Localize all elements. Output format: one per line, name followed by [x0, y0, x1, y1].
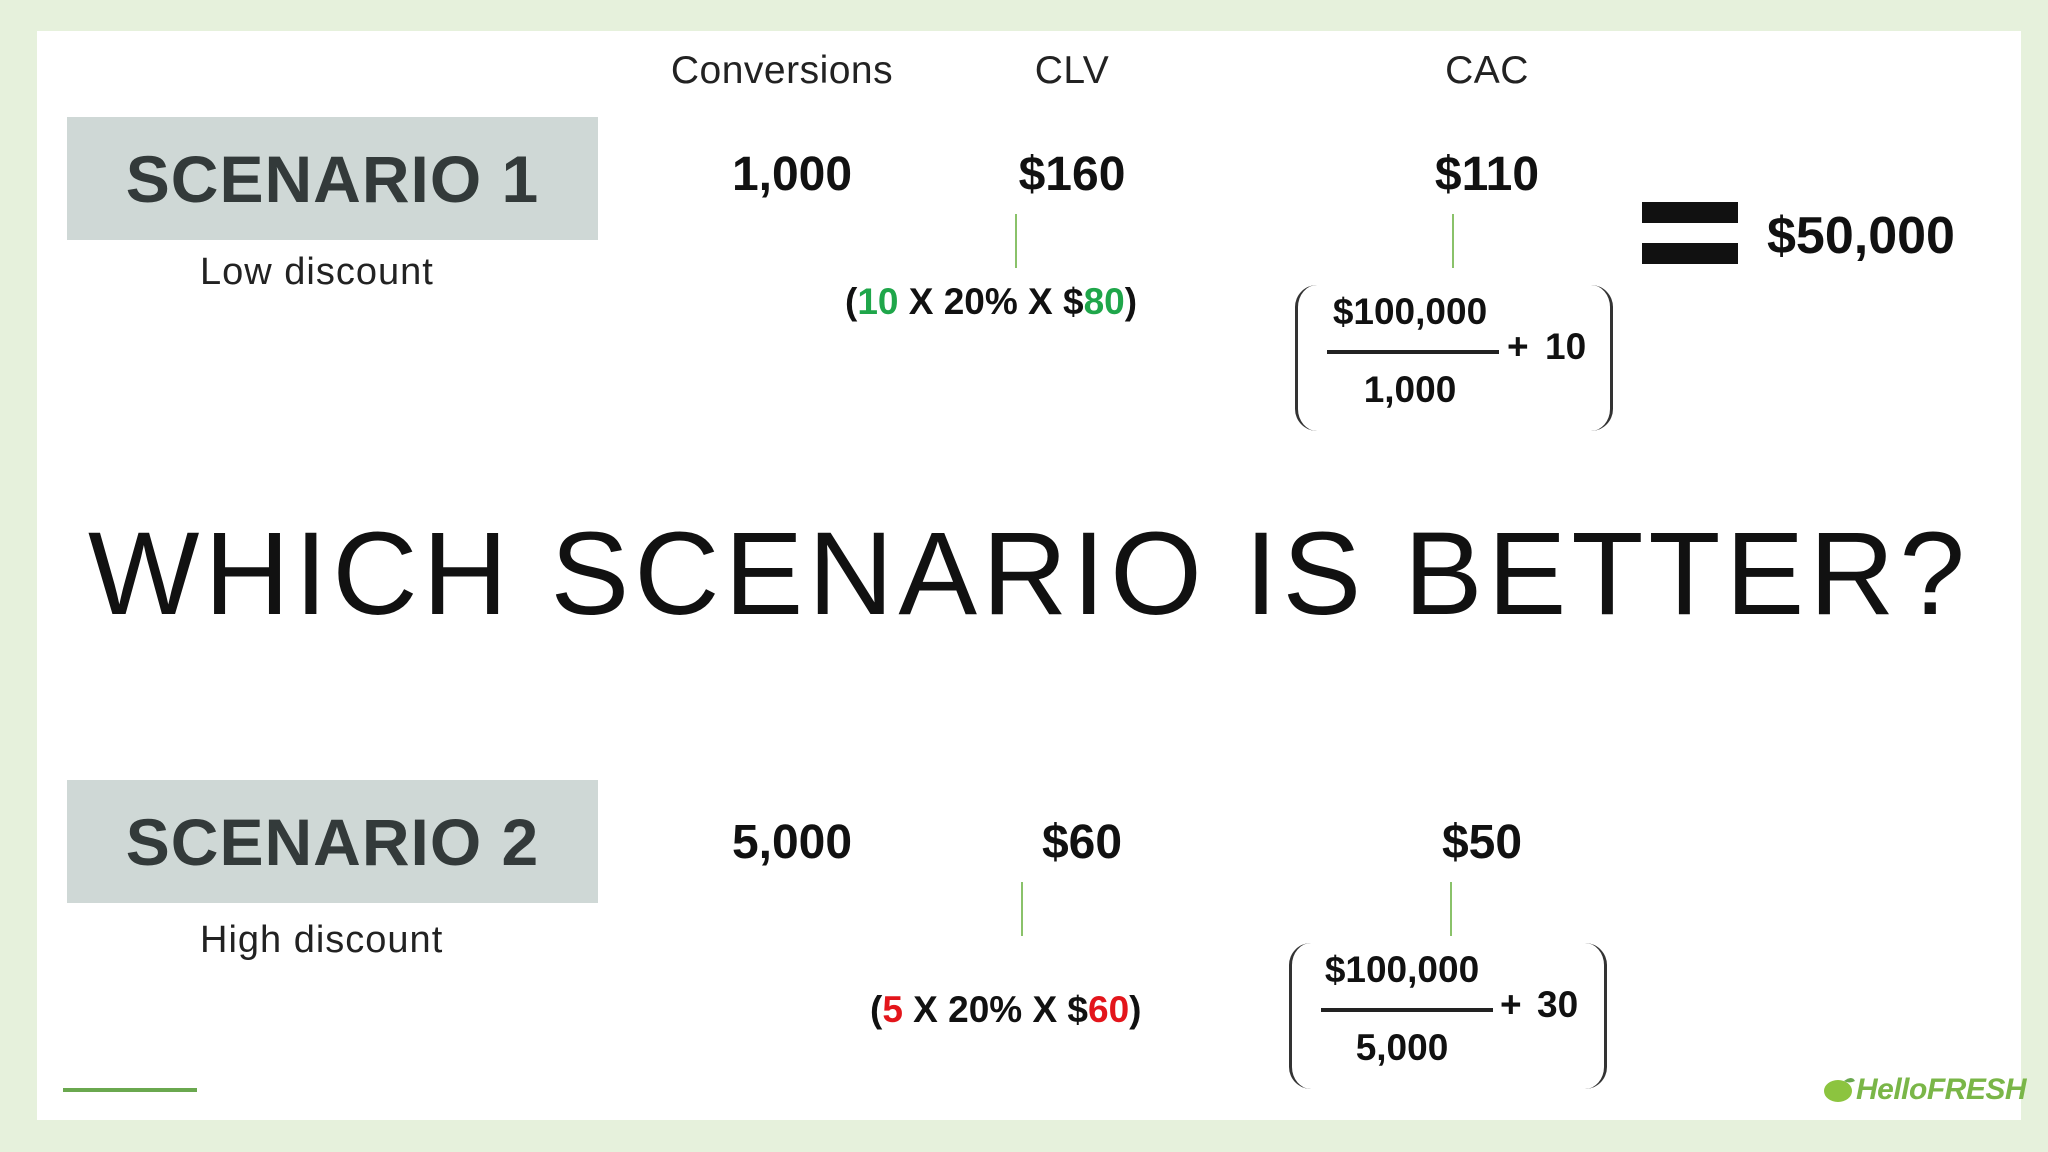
- scenario-2-cac-numerator: $100,000: [1324, 949, 1480, 990]
- accent-divider: [63, 1088, 197, 1092]
- scenario-1-cac: $110: [1434, 148, 1540, 201]
- equals-icon: [1642, 202, 1738, 264]
- scenario-1-clv: $160: [1018, 148, 1126, 201]
- header-conversions: Conversions: [670, 49, 894, 92]
- scenario-1-cac-addend: 10: [1545, 326, 1587, 367]
- scenario-2-clv: $60: [1041, 816, 1123, 869]
- lime-icon: [1824, 1078, 1855, 1102]
- scenario-1-cac-fraction-bar: [1327, 350, 1499, 354]
- slide: Conversions CLV CAC SCENARIO 1 Low disco…: [37, 31, 2027, 1120]
- header-cac: CAC: [1445, 49, 1529, 92]
- scenario-2-title: SCENARIO 2: [125, 804, 540, 879]
- header-clv: CLV: [1034, 49, 1110, 92]
- scenario-2-clv-formula: (5 X 20% X $60): [870, 989, 1142, 1030]
- scenario-1-cac-plus: +: [1507, 326, 1529, 367]
- scenario-1-cac-numerator: $100,000: [1332, 291, 1488, 332]
- scenario-2-cac-connector: [1450, 882, 1452, 936]
- scenario-1-conversions: 1,000: [731, 148, 853, 201]
- scenario-2-cac-addend: 30: [1537, 984, 1579, 1025]
- scenario-1-result: $50,000: [1767, 207, 1955, 265]
- scenario-2-cac-fraction-bar: [1321, 1008, 1493, 1012]
- scenario-2-clv-connector: [1021, 882, 1023, 936]
- scenario-1-clv-connector: [1015, 214, 1017, 268]
- scenario-1-cac-denominator: 1,000: [1363, 369, 1457, 410]
- scenario-1-cac-formula: [1295, 285, 1613, 431]
- scenario-1-title: SCENARIO 1: [125, 141, 540, 216]
- scenario-2-box: SCENARIO 2: [67, 780, 598, 903]
- scenario-2-subtitle: High discount: [200, 919, 444, 961]
- headline-question: WHICH SCENARIO IS BETTER?: [87, 508, 1971, 640]
- scenario-1-subtitle: Low discount: [200, 251, 434, 293]
- hellofresh-logo: HelloFRESH: [1822, 1073, 2027, 1107]
- scenario-1-cac-connector: [1452, 214, 1454, 268]
- scenario-2-conversions: 5,000: [731, 816, 853, 869]
- scenario-2-cac-formula: [1289, 943, 1607, 1089]
- scenario-1-box: SCENARIO 1: [67, 117, 598, 240]
- scenario-2-cac: $50: [1441, 816, 1523, 869]
- scenario-1-clv-formula: (10 X 20% X $80): [845, 281, 1138, 322]
- scenario-2-cac-plus: +: [1500, 984, 1522, 1025]
- scenario-2-cac-denominator: 5,000: [1355, 1027, 1449, 1068]
- logo-text: HelloFRESH: [1856, 1073, 2027, 1106]
